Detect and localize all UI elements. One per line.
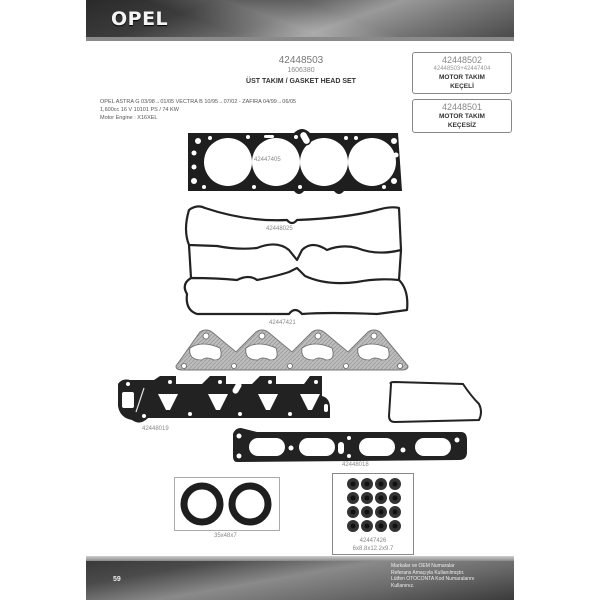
disclaimer-line: Markalar ve OEM Numaralar xyxy=(391,563,455,569)
intake-manifold-gasket-2-drawing xyxy=(233,428,467,462)
applications-engine: Motor Engine : X16XEL xyxy=(100,115,158,121)
product-title-block: 42448503 1606380 ÜST TAKIM / GASKET HEAD… xyxy=(206,55,396,87)
related-set-code: 42448501 xyxy=(441,102,483,112)
part-code-intake-manifold-gasket: 42448019 xyxy=(142,426,169,432)
disclaimer-line: Lütfen OTOCONTA Kod Numaralarını xyxy=(391,576,475,582)
shaft-seal-rings xyxy=(180,482,272,526)
header-banner: OPEL xyxy=(86,0,514,37)
head-gasket-drawing xyxy=(188,129,402,194)
footer-banner: 59 Markalar ve OEM Numaralar Referans Am… xyxy=(86,561,514,600)
cover-gasket-drawing xyxy=(387,380,482,424)
footer-disclaimer: Markalar ve OEM Numaralar Referans Amaçı… xyxy=(391,563,491,589)
product-sub-code: 1606380 xyxy=(287,67,315,74)
part-code-valve-stem-seals: 42447426 xyxy=(359,538,387,544)
header-divider xyxy=(86,37,514,41)
valve-cover-gasket-drawing xyxy=(183,205,409,316)
shaft-seals-box xyxy=(174,477,280,531)
page-number: 59 xyxy=(113,576,121,583)
header-sheen xyxy=(86,0,514,37)
intake-manifold-gasket-drawing xyxy=(118,376,330,423)
vehicle-applications: OPEL ASTRA G 03/98→01/05 VECTRA B 10/95→… xyxy=(100,98,296,122)
related-set-sub-code: 42448503+42447404 xyxy=(433,66,491,72)
part-code-valve-cover-gasket: 42448025 xyxy=(266,226,293,232)
disclaimer-line: Kullanınız. xyxy=(391,582,415,589)
related-set-label: MOTOR TAKIM xyxy=(439,74,485,81)
part-code-exhaust-manifold-gasket: 42447421 xyxy=(269,320,296,326)
related-set-box-1: 42448502 42448503+42447404 MOTOR TAKIM K… xyxy=(412,52,512,94)
part-code-head-gasket: 42447405 xyxy=(254,157,281,163)
applications-models: OPEL ASTRA G 03/98→01/05 VECTRA B 10/95→… xyxy=(100,99,297,105)
applications-spec: 1,600cc 16 V 10101 PS / 74 KW xyxy=(100,107,179,113)
part-code-intake-manifold-gasket-2: 42448018 xyxy=(342,462,369,468)
part-size-valve-stem-seals: 6x8.8x12.2x9.7 xyxy=(352,546,394,552)
related-set-code: 42448502 xyxy=(441,55,483,65)
valve-stem-seals-grid xyxy=(347,478,401,532)
disclaimer-line: Referans Amaçıyla Kullanılmıştır. xyxy=(391,569,465,576)
product-code: 42448503 xyxy=(278,55,324,66)
footer-divider xyxy=(86,556,514,561)
brand-title: OPEL xyxy=(111,8,169,30)
exhaust-manifold-gasket-drawing xyxy=(175,329,409,371)
valve-stem-seals-box: 42447426 6x8.8x12.2x9.7 xyxy=(332,473,414,555)
related-set-label: MOTOR TAKIM xyxy=(439,113,485,120)
part-size-shaft-seals: 35x48x7 xyxy=(214,533,237,539)
catalog-page: OPEL 42448503 1606380 ÜST TAKIM / GASKET… xyxy=(86,0,514,600)
related-set-label-2: KEÇELİ xyxy=(450,83,474,90)
related-set-box-2: 42448501 MOTOR TAKIM KEÇESİZ xyxy=(412,99,512,133)
related-set-label-2: KEÇESİZ xyxy=(447,122,477,129)
product-name: ÜST TAKIM / GASKET HEAD SET xyxy=(246,78,356,85)
